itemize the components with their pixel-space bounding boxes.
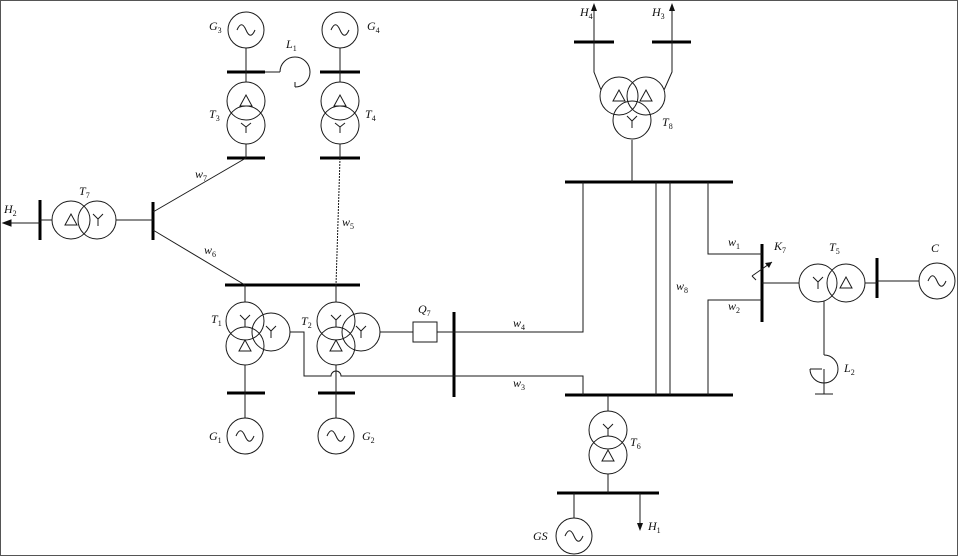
connector-t1-w3: [290, 331, 454, 377]
generator-c: [918, 262, 956, 300]
label-g2: G2: [362, 429, 375, 445]
transformer-t4: [320, 72, 360, 158]
transformer-t8: [593, 42, 673, 182]
load-h1: [637, 493, 643, 531]
generator-g2: [317, 417, 355, 455]
label-g1: G1: [209, 429, 222, 445]
transformer-t1: [225, 285, 291, 393]
reactor-l2: [809, 301, 839, 395]
label-t3: T3: [209, 107, 220, 123]
label-gs: GS: [533, 529, 548, 543]
transformer-t6: [588, 395, 628, 493]
label-t7: T7: [79, 184, 90, 200]
label-c: C: [931, 241, 940, 255]
generator-g3: [227, 11, 265, 49]
label-w3: w3: [513, 376, 525, 392]
load-h2: [1, 219, 40, 227]
label-w8: w8: [676, 279, 688, 295]
label-g4: G4: [367, 19, 380, 35]
label-t4: T4: [365, 107, 376, 123]
breaker-q7: [412, 321, 438, 343]
label-k7: K7: [773, 239, 786, 255]
line-w4: [454, 182, 584, 333]
label-l2: L2: [843, 361, 855, 377]
label-h1: H1: [647, 519, 661, 535]
line-w6: [152, 229, 246, 286]
label-w1: w1: [728, 235, 740, 251]
generator-g1: [226, 417, 264, 455]
line-w7: [152, 157, 247, 213]
transformer-t3: [226, 72, 266, 158]
label-t6: T6: [630, 435, 641, 451]
transformer-t2: [316, 285, 381, 393]
transformer-t7: [40, 200, 153, 240]
label-t5: T5: [829, 240, 840, 256]
label-h4: H4: [579, 5, 593, 21]
label-t2: T2: [301, 314, 312, 330]
load-h3: [669, 3, 675, 42]
label-q7: Q7: [418, 302, 431, 318]
label-w6: w6: [204, 243, 216, 259]
load-h4: [591, 3, 597, 42]
label-w5: w5: [342, 215, 354, 231]
label-w2: w2: [728, 299, 740, 315]
reactor-l1: [265, 56, 311, 88]
label-h2: H2: [3, 202, 17, 218]
label-w7: w7: [195, 167, 207, 183]
transformer-t5: [762, 263, 877, 303]
label-t1: T1: [211, 312, 222, 328]
generator-gs: [555, 517, 593, 555]
line-w5: [335, 157, 341, 286]
label-g3: G3: [209, 19, 222, 35]
label-l1: L1: [285, 37, 297, 53]
label-h3: H3: [651, 5, 665, 21]
generator-g4: [321, 11, 359, 49]
label-t8: T8: [662, 115, 673, 131]
label-w4: w4: [513, 316, 525, 332]
line-w2: [707, 299, 762, 395]
switch-k7: [751, 261, 773, 281]
line-w3: [454, 375, 584, 395]
line-w1: [707, 182, 762, 255]
